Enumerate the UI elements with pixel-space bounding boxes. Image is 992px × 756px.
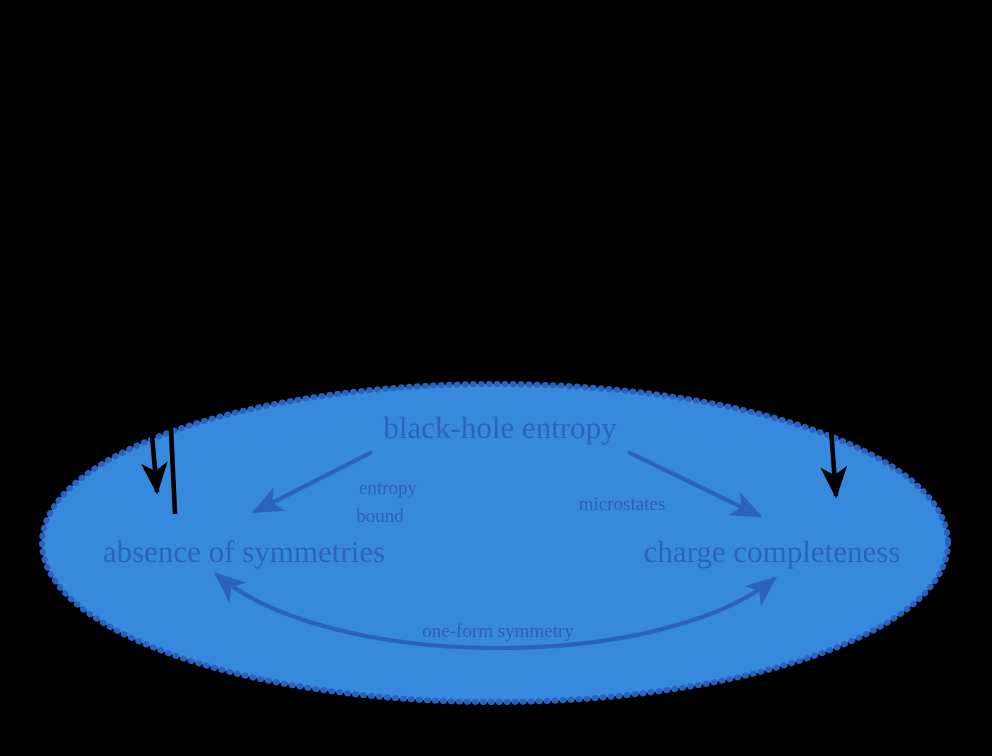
- external-right-arrow: [820, 428, 848, 499]
- one-form-symmetry-arrow: [214, 572, 778, 651]
- external-left-line: [167, 408, 178, 515]
- region-ellipse-group: [39, 381, 951, 705]
- region-ellipse: [39, 381, 951, 705]
- node-charge-completeness: charge completeness: [644, 534, 901, 569]
- external-arrows-group: [141, 408, 848, 515]
- external-left-arrow: [141, 412, 168, 495]
- region-title: black-hole entropy: [383, 410, 617, 445]
- entropy-bound-arrow: [251, 450, 373, 514]
- labels-group: black-hole entropy absence of symmetries…: [103, 410, 901, 642]
- edge-label-entropy-bound-line1: entropy: [359, 478, 418, 499]
- edge-label-microstates: microstates: [579, 494, 666, 515]
- node-absence-of-symmetries: absence of symmetries: [103, 534, 385, 569]
- edges-group: [214, 450, 778, 651]
- edge-label-entropy-bound-line2: bound: [356, 506, 404, 527]
- microstates-arrow: [627, 450, 763, 518]
- edge-label-one-form-symmetry: one-form symmetry: [422, 621, 574, 642]
